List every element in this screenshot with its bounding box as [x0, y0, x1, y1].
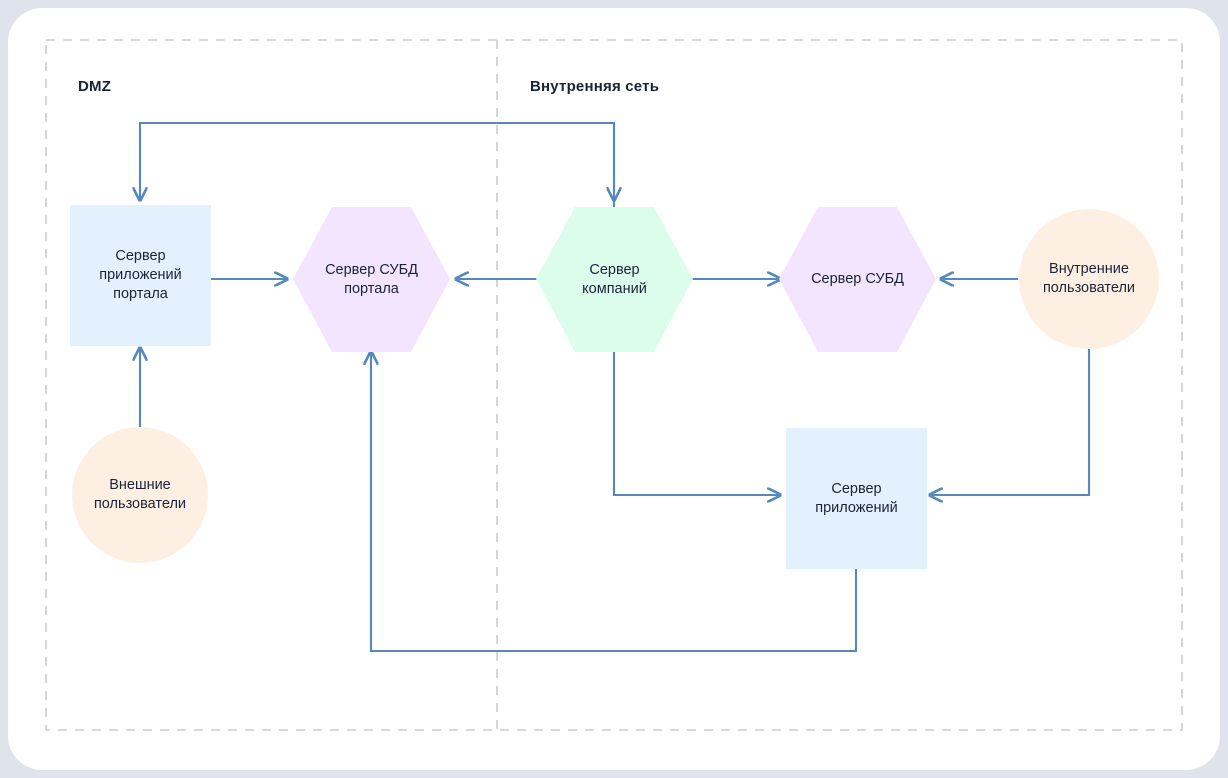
node-app-server-shape[interactable] [786, 428, 927, 569]
node-db-server-shape[interactable] [779, 207, 936, 352]
zone-label-internal: Внутренняя сеть [530, 78, 660, 95]
edge-internal-users-to-app-server [930, 348, 1091, 495]
node-internal-users-shape[interactable] [1019, 209, 1159, 349]
edge-company-to-app-server [612, 352, 780, 495]
node-portal-app-server-shape[interactable] [70, 205, 211, 346]
node-company-server-shape[interactable] [536, 207, 693, 352]
edge-app-server-to-portal-db [371, 352, 858, 653]
node-external-users-shape[interactable] [72, 427, 208, 563]
zone-label-dmz: DMZ [78, 78, 112, 95]
network-boundary [45, 39, 1183, 731]
edge-company-to-portal-app [140, 121, 616, 207]
node-portal-db-server-shape[interactable] [293, 207, 450, 352]
